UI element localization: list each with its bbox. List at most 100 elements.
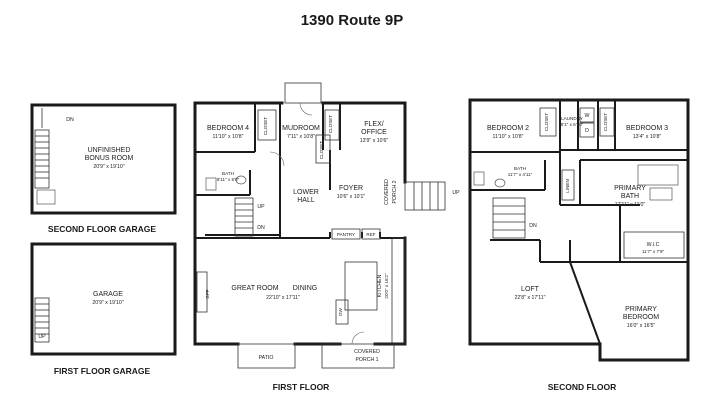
garage-name: GARAGE xyxy=(93,291,123,298)
gas-fireplace xyxy=(196,271,208,313)
primary-bedroom-angled-wall xyxy=(569,261,601,345)
foyer-name: FOYER xyxy=(339,185,363,192)
sf-closet-b xyxy=(599,107,615,137)
kitchen-island xyxy=(344,261,378,311)
page-title: 1390 Route 9P xyxy=(301,12,404,29)
flex-dims: 13'9" x 10'6" xyxy=(360,138,389,144)
ff-closet-2 xyxy=(324,109,340,141)
gfp-label: GFP xyxy=(205,289,210,298)
garage-dims: 20'9" x 19'10" xyxy=(92,300,123,306)
loft-name: LOFT xyxy=(521,286,540,293)
bedroom2-dims: 11'10" x 10'8" xyxy=(493,134,524,140)
kitchen-dims: 20'0" x 16'2" xyxy=(384,273,389,299)
wic-dims: 11'7" x 7'9" xyxy=(642,249,665,254)
garage-upper-fixture xyxy=(36,189,56,205)
ref-label: REF xyxy=(366,232,375,237)
ff-closet2-label: CLOSET xyxy=(328,115,333,134)
dining-name: DINING xyxy=(293,285,318,292)
kitchen-counter xyxy=(391,237,406,345)
patio-label: PATIO xyxy=(259,355,274,361)
linen-closet xyxy=(561,169,575,201)
covered-porch1-1: COVERED xyxy=(354,349,380,355)
flex-name-2: OFFICE xyxy=(361,129,387,136)
sf-closet-a xyxy=(539,107,557,137)
wic-shelving xyxy=(623,231,685,259)
patio-slab xyxy=(237,343,296,369)
caption-second-floor-garage: SECOND FLOOR GARAGE xyxy=(48,224,156,234)
covered-porch1-slab xyxy=(321,343,395,369)
porch2-up-label: UP xyxy=(452,190,460,196)
sf-closet-b-label: CLOSET xyxy=(603,113,608,132)
covered-porch2-1: COVERED xyxy=(384,179,390,205)
ff-bath-toilet xyxy=(205,177,217,191)
bedroom4-name: BEDROOM 4 xyxy=(207,125,249,132)
sf-bath-sink xyxy=(494,178,506,188)
dw-label: DW xyxy=(338,308,343,316)
garage-lower-stair xyxy=(34,297,50,343)
primary-bath-1: PRIMARY xyxy=(614,185,646,192)
kitchen-dw-counter xyxy=(335,299,349,325)
caption-first-floor-garage: FIRST FLOOR GARAGE xyxy=(54,366,151,376)
loft-dims: 22'8" x 17'11" xyxy=(515,295,546,301)
lower-hall-1: LOWER xyxy=(293,189,319,196)
laundry-name: LAUNDRY xyxy=(561,116,583,121)
washer-label: W xyxy=(585,113,590,119)
ff-door-swings xyxy=(269,102,365,345)
ff-bath-dims: 8'11" x 5'0" xyxy=(217,177,240,182)
first-floor-plan: BEDROOM 4 11'10" x 10'8" CLOSET MUDROOM … xyxy=(193,82,460,369)
second-floor-interior-walls xyxy=(470,100,688,263)
kitchen-name: KITCHEN xyxy=(377,274,383,297)
ff-closet3-label: CLOSET xyxy=(319,141,324,160)
second-floor-garage-plan: DN UNFINISHED BONUS ROOM 20'9" x 19'10" xyxy=(30,103,177,215)
covered-porch2-2: PORCH 2 xyxy=(392,180,398,203)
garage-upper-stair xyxy=(34,108,50,189)
ff-closet-1 xyxy=(257,109,277,141)
garage-lower-up-label: UP xyxy=(38,334,46,340)
ref-box xyxy=(361,228,381,240)
bedroom2-name: BEDROOM 2 xyxy=(487,125,529,132)
mudroom-name: MUDROOM xyxy=(282,125,320,132)
primary-bath-vanity xyxy=(649,187,673,201)
ff-main-stair xyxy=(234,197,254,237)
laundry-dims: 8'1" x 6'10" xyxy=(561,122,584,127)
ff-bath-name: BATH xyxy=(222,171,234,176)
dryer-label: D xyxy=(585,128,589,134)
sf-closet-a-label: CLOSET xyxy=(544,113,549,132)
primary-bath-tub xyxy=(637,164,679,186)
porch2-exterior-stair xyxy=(404,181,446,211)
primary-bed-dims: 16'0" x 16'5" xyxy=(627,323,656,329)
wic-name: W.I.C xyxy=(647,242,660,248)
flex-name-1: FLEX/ xyxy=(364,121,384,128)
sf-bath-name: BATH xyxy=(514,166,526,171)
great-room-name: GREAT ROOM xyxy=(231,285,278,292)
bonus-room-name-2: BONUS ROOM xyxy=(85,155,134,162)
mudroom-entry-stoop xyxy=(284,82,322,104)
pantry-label: PANTRY xyxy=(337,232,355,237)
sf-bath-toilet xyxy=(473,171,485,186)
primary-bed-2: BEDROOM xyxy=(623,314,659,321)
bedroom3-name: BEDROOM 3 xyxy=(626,125,668,132)
garage-upper-outline xyxy=(30,103,177,215)
ff-bath-sink xyxy=(235,175,247,185)
covered-porch1-2: PORCH 1 xyxy=(355,357,378,363)
bedroom4-dims: 11'10" x 10'8" xyxy=(213,134,244,140)
garage-lower-outline xyxy=(30,242,177,356)
caption-second-floor: SECOND FLOOR xyxy=(548,382,616,392)
mudroom-dims: 7'11" x 10'8" xyxy=(287,134,315,140)
sf-stair-dn-label: DN xyxy=(529,223,537,229)
sf-bath-dims: 11'7" x 4'11" xyxy=(508,172,533,177)
primary-bed-1: PRIMARY xyxy=(625,306,657,313)
linen-label: LINEN xyxy=(565,179,570,193)
pantry-box xyxy=(331,228,361,240)
second-floor-plan: BEDROOM 2 11'10" x 10'8" CLOSET LAUNDRY … xyxy=(468,98,690,362)
lower-hall-2: HALL xyxy=(297,197,315,204)
caption-first-floor: FIRST FLOOR xyxy=(273,382,330,392)
first-floor-garage-plan: UP GARAGE 20'9" x 19'10" xyxy=(30,242,177,356)
bonus-room-dims: 20'9" x 19'10" xyxy=(93,164,124,170)
bonus-room-name-1: UNFINISHED xyxy=(88,147,131,154)
primary-bath-dims: 17'11" x 11'0" xyxy=(615,202,646,208)
primary-bath-2: BATH xyxy=(621,193,639,200)
great-room-dims: 22'10" x 17'11" xyxy=(266,295,300,301)
ff-closet1-label: CLOSET xyxy=(263,117,268,136)
bedroom3-dims: 13'4" x 10'8" xyxy=(633,134,662,140)
